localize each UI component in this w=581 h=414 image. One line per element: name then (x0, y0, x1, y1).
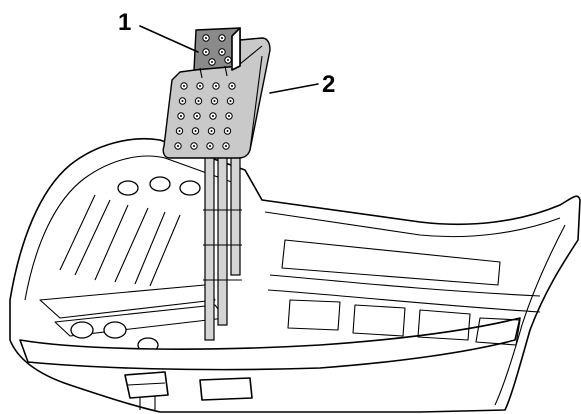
plate-hole-center (196, 115, 198, 117)
plate-hole-center (228, 115, 230, 117)
callout-1-leader (139, 25, 199, 53)
frame-bolts-left (70, 176, 201, 353)
callout-2-leader (269, 83, 319, 94)
plate-hole-center (194, 130, 197, 132)
support-rod-right (230, 154, 241, 276)
support-rod-left (204, 154, 215, 341)
callout-2-label: 2 (322, 71, 335, 98)
callout-2: 2 (269, 71, 335, 98)
plate-hole-center (215, 85, 217, 87)
plate-hole-center (229, 100, 232, 102)
mounting-plate-edge (239, 45, 263, 151)
frame-left-ribs (59, 194, 181, 287)
mounting-plate-holes (174, 82, 236, 150)
frame-outer-shell (9, 137, 581, 413)
plate-hole-center (209, 145, 211, 147)
plate-hole-center (231, 85, 233, 87)
upper-bracket-tab (231, 27, 241, 71)
callout-1: 1 (118, 9, 199, 53)
frame-foot-detail (127, 382, 166, 410)
callout-1-label: 1 (118, 9, 131, 36)
plate-hole-center (210, 130, 213, 132)
plate-hole-center (226, 130, 229, 132)
plate-hole-center (180, 115, 182, 117)
frame-foot-right (199, 377, 253, 401)
support-rod-center (217, 154, 228, 326)
plate-hole-center (178, 130, 181, 132)
plate-hole-center (213, 100, 216, 102)
frame-right-rail (267, 274, 541, 313)
frame-inner-rim (24, 155, 566, 406)
plate-hole-center (177, 145, 179, 147)
plate-hole-center (183, 85, 185, 87)
frame-crossbar (19, 317, 521, 371)
plate-hole-center (197, 100, 200, 102)
plate-hole-center (181, 100, 184, 102)
frame-foot-left (124, 371, 169, 399)
plate-hole-center (225, 145, 227, 147)
plate-hole-center (193, 145, 195, 147)
upper-bracket-holes (202, 34, 232, 66)
frame-right-channels (281, 239, 521, 346)
upper-bracket (193, 27, 241, 79)
plate-hole-center (212, 115, 214, 117)
rod-clamp-lines (203, 209, 242, 281)
plate-hole-center (199, 85, 201, 87)
upper-bracket-gap (199, 65, 228, 79)
mounting-plate (162, 37, 271, 159)
frame-assembly (9, 137, 581, 413)
